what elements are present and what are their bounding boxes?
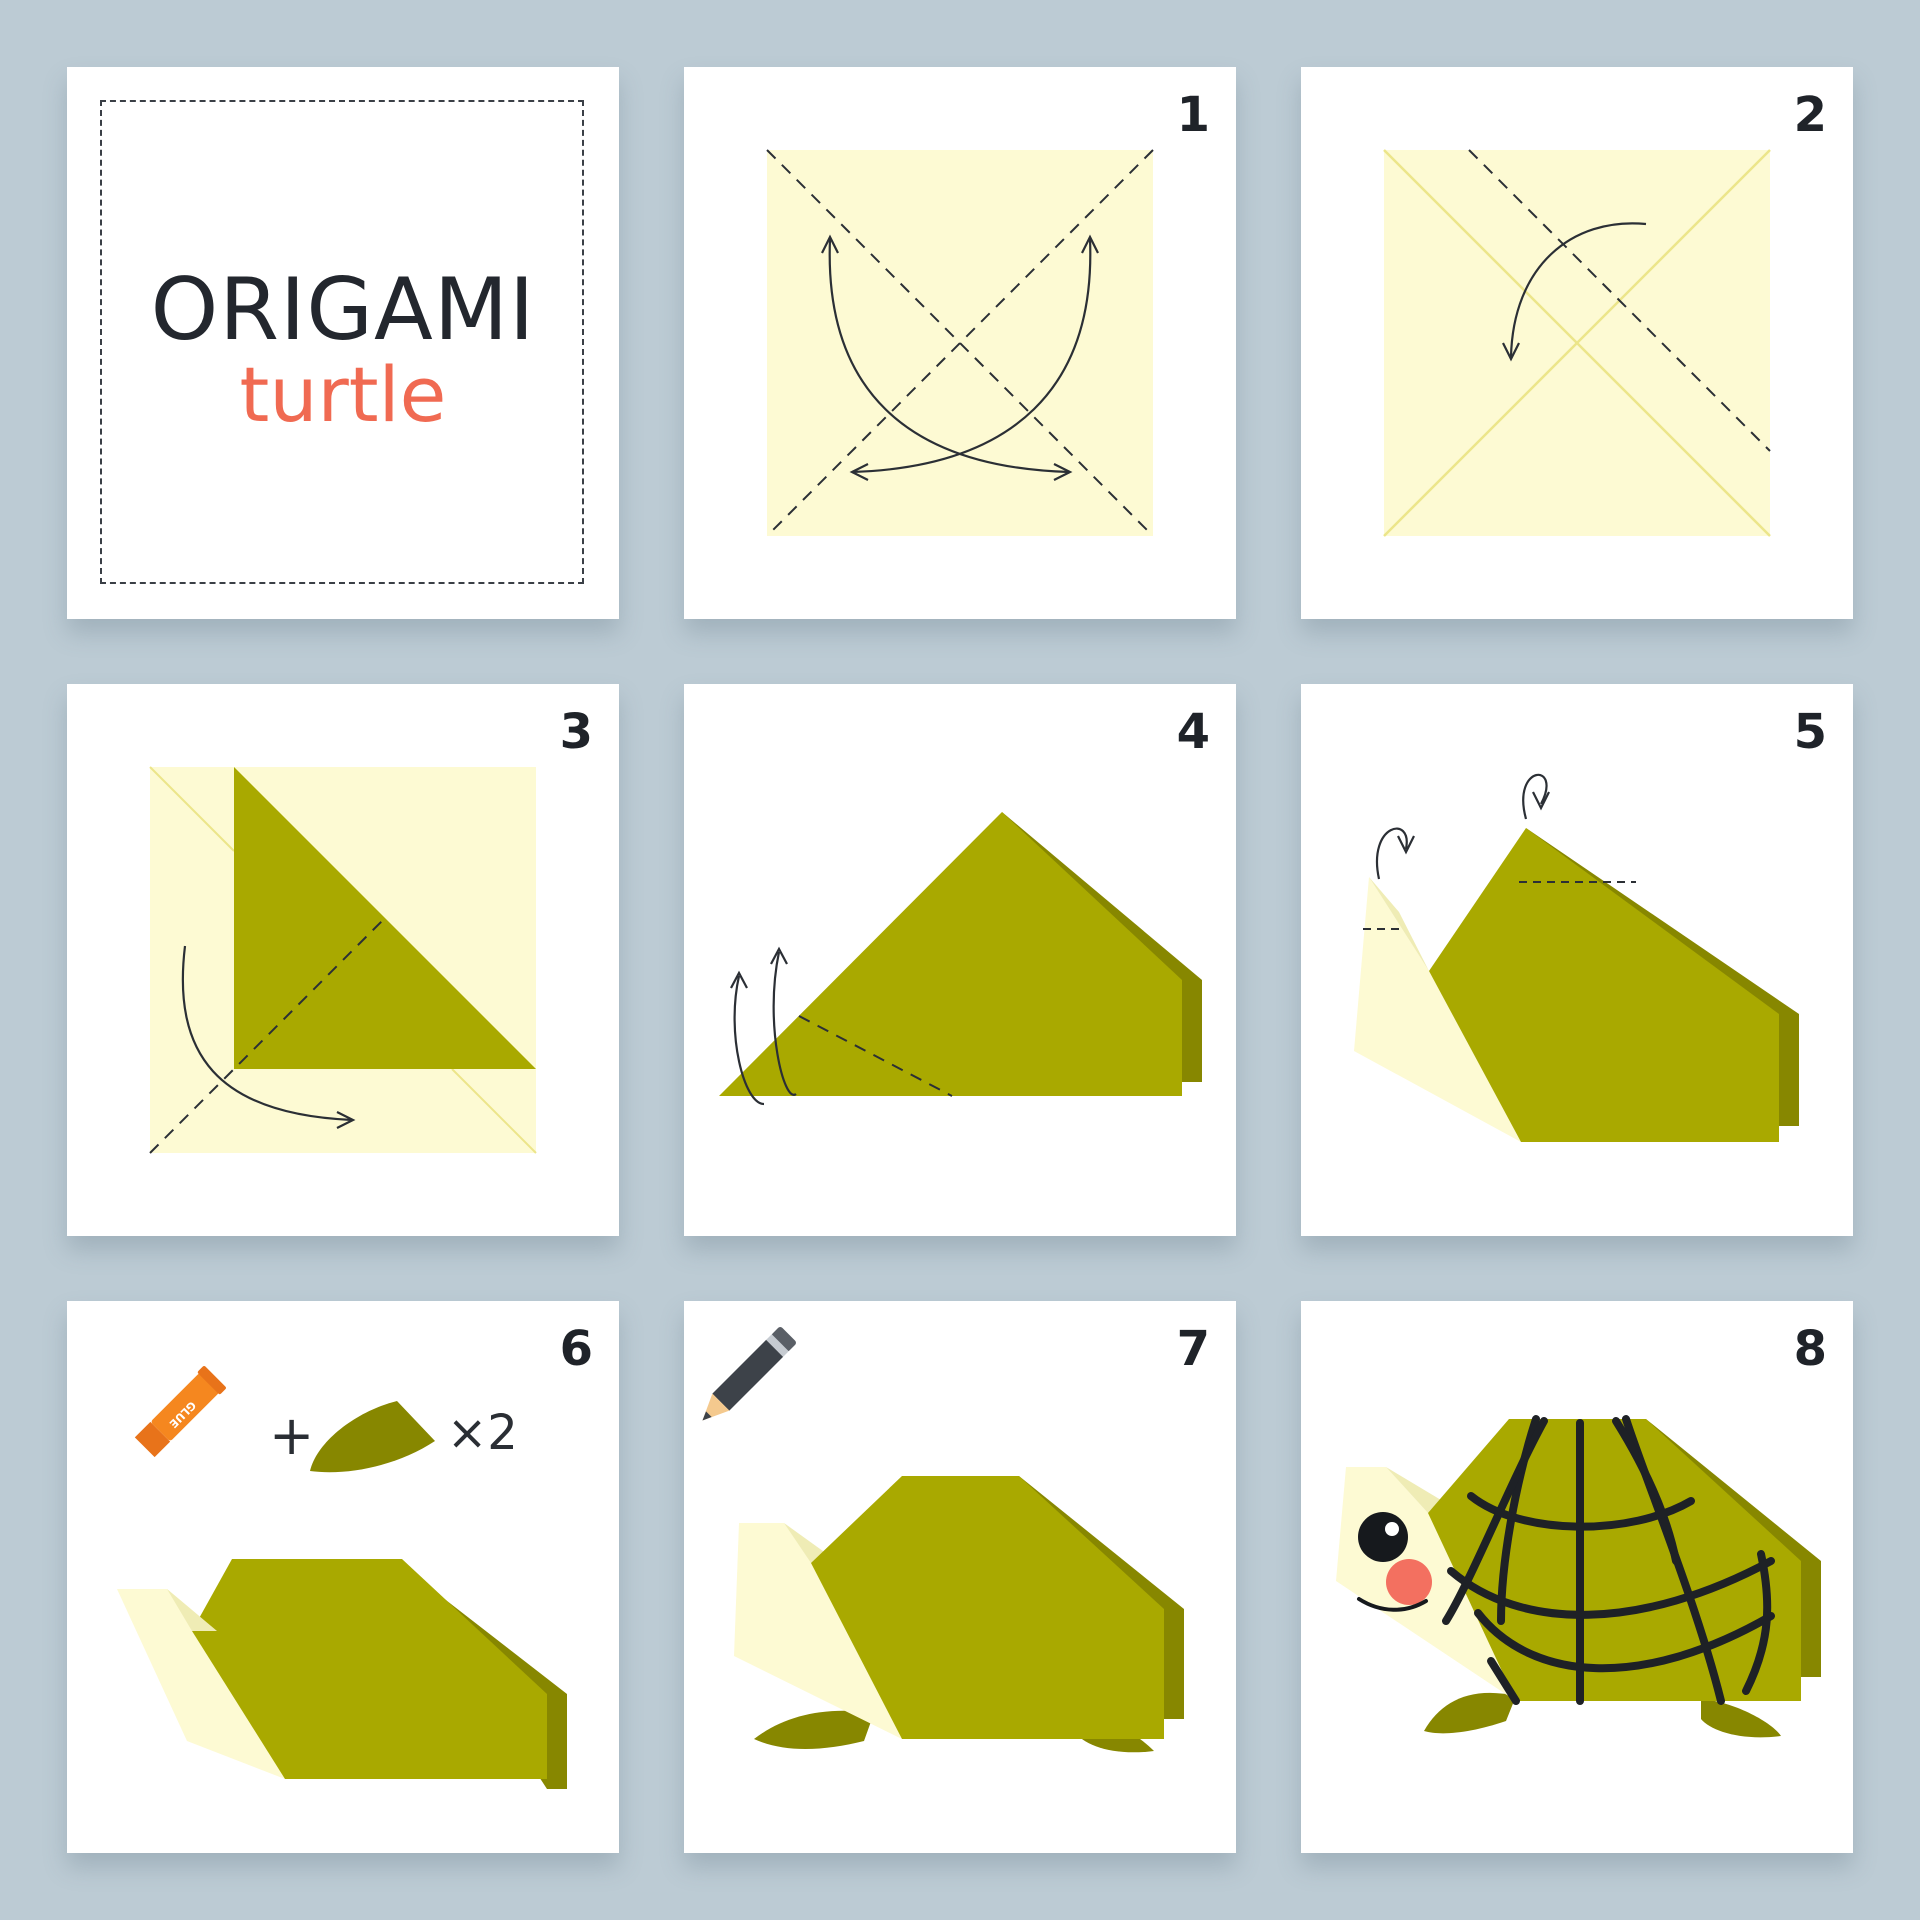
step-number: 5 [1793, 704, 1827, 760]
fold-arrow-icon [181, 945, 356, 1129]
step-2-diagram [1383, 149, 1771, 537]
step-number: 1 [1176, 87, 1210, 143]
title-origami: ORIGAMI [150, 260, 536, 360]
step-1-panel: 1 [684, 67, 1236, 619]
step-number: 6 [559, 1321, 593, 1377]
step-7-diagram [702, 1327, 1184, 1753]
fold-arrow-icon [1376, 773, 1550, 880]
dashed-frame [100, 100, 584, 584]
step-2-panel: 2 [1301, 67, 1853, 619]
step-number: 2 [1793, 87, 1827, 143]
flipper-icon [1701, 1699, 1781, 1738]
cheek-icon [1386, 1559, 1432, 1605]
step-number: 8 [1793, 1321, 1827, 1377]
step-number: 4 [1176, 704, 1210, 760]
step-6-panel: 6 GLUE + ×2 [67, 1301, 619, 1853]
step-8-panel: 8 [1301, 1301, 1853, 1853]
fold-arrow-icon [821, 234, 1099, 481]
glue-stick-icon: GLUE [134, 1366, 226, 1458]
pencil-icon [702, 1327, 796, 1421]
flipper-icon [1424, 1692, 1516, 1734]
step-3-panel: 3 [67, 684, 619, 1236]
step-7-panel: 7 [684, 1301, 1236, 1853]
step-5-panel: 5 [1301, 684, 1853, 1236]
step-4-panel: 4 [684, 684, 1236, 1236]
multiplier-label: ×2 [447, 1405, 518, 1461]
step-3-diagram [149, 766, 537, 1154]
title-panel: ORIGAMI turtle [67, 67, 619, 619]
step-5-diagram [1354, 773, 1799, 1142]
flipper-icon [754, 1710, 874, 1749]
flipper-icon [310, 1401, 435, 1473]
step-4-diagram [719, 812, 1202, 1106]
step-8-diagram [1336, 1415, 1821, 1738]
fold-arrow-icon [1502, 222, 1647, 362]
plus-sign: + [269, 1404, 315, 1467]
step-number: 3 [559, 704, 593, 760]
title-turtle: turtle [239, 350, 447, 439]
step-1-diagram [766, 149, 1154, 537]
step-number: 7 [1176, 1321, 1210, 1377]
eye-icon [1358, 1512, 1408, 1562]
step-6-diagram: GLUE [117, 1366, 567, 1789]
fold-arrow-icon [730, 946, 797, 1106]
